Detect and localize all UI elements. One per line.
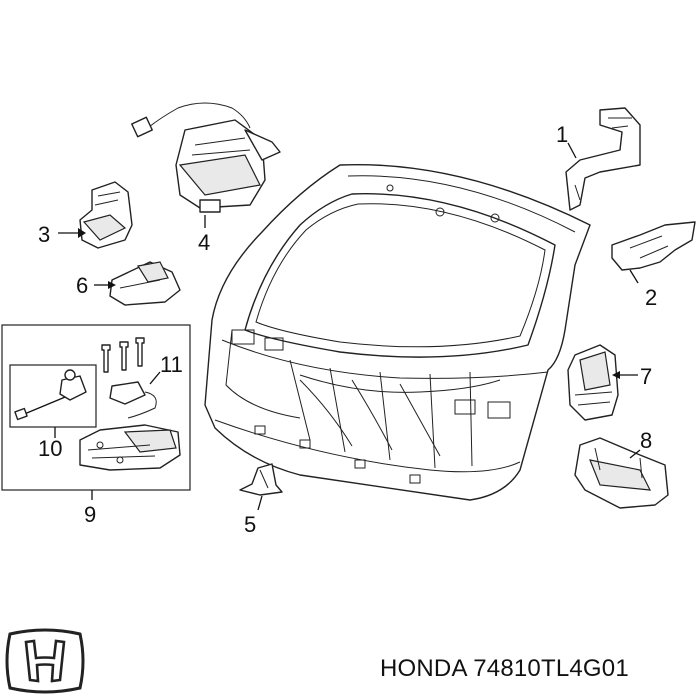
part-5-clip: 5 — [239, 463, 283, 537]
callout-6: 6 — [76, 273, 88, 298]
callout-2: 2 — [645, 285, 657, 310]
callout-7: 7 — [640, 364, 652, 389]
honda-h-logo-icon — [5, 628, 85, 694]
brand-name: HONDA — [380, 655, 467, 682]
lock-base-plate — [79, 424, 181, 471]
part-4-motor: 4 — [131, 102, 281, 255]
callout-5: 5 — [244, 512, 256, 537]
callout-8: 8 — [640, 428, 652, 453]
bolts — [101, 337, 145, 373]
part-caption: HONDA 74810TL4G01 — [380, 655, 629, 683]
group-9-lock-assembly: 10 11 9 — [1, 324, 191, 527]
callout-11: 11 — [160, 352, 183, 377]
part-6-camera: 6 — [76, 261, 181, 306]
callout-10: 10 — [38, 436, 62, 461]
callout-3: 3 — [38, 222, 50, 247]
callout-9: 9 — [84, 502, 96, 527]
part-11-switch — [109, 381, 157, 419]
part-2-bracket: 2 — [611, 221, 696, 310]
tailgate-panel — [204, 163, 591, 501]
callout-4: 4 — [198, 230, 210, 255]
part-1-hinge: 1 — [556, 107, 641, 211]
part-3-actuator: 3 — [38, 181, 133, 249]
part-10-rod — [14, 369, 87, 421]
part-8-handle-cover: 8 — [574, 428, 669, 509]
part-number: 74810TL4G01 — [473, 655, 629, 682]
part-7-latch: 7 — [567, 344, 652, 421]
callout-1: 1 — [556, 122, 568, 147]
